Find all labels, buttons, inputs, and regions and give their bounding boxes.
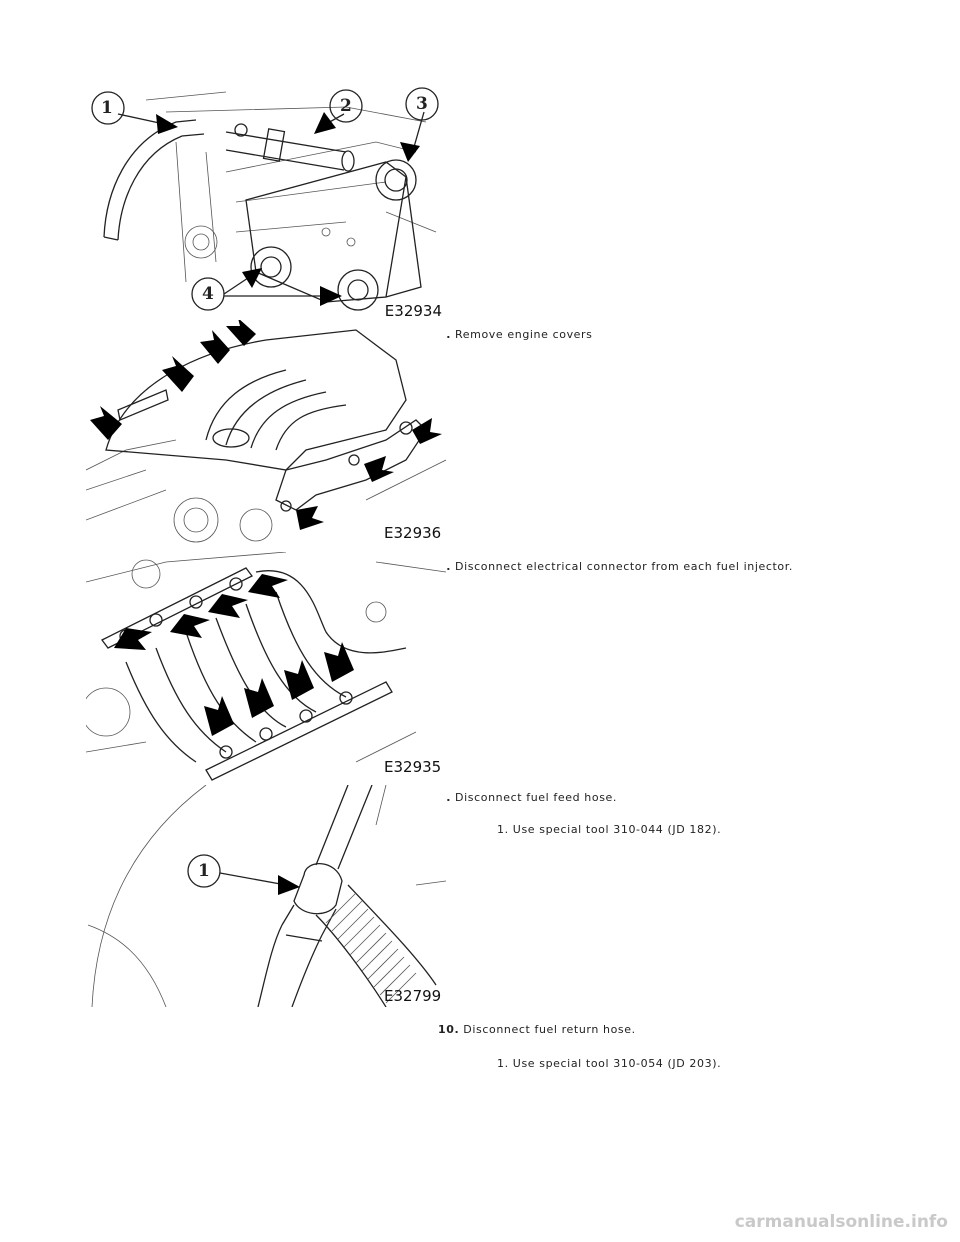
- step-8: 8.Disconnect electrical connector from e…: [438, 560, 793, 573]
- step-10: 10.Disconnect fuel return hose.: [438, 1023, 636, 1036]
- callout-label-2: 2: [340, 96, 352, 116]
- step-number: 10.: [438, 1023, 460, 1036]
- watermark: carmanualsonline.info: [734, 1212, 948, 1232]
- figure-hose-bracket: 1 2 3 4 E32934: [86, 82, 446, 322]
- bracket-illustration: [91, 87, 439, 311]
- figure-code: E32936: [384, 524, 442, 542]
- callout-label-1: 1: [198, 861, 210, 881]
- step-text: Remove engine covers: [455, 328, 593, 341]
- step-text: Disconnect electrical connector from eac…: [455, 560, 793, 573]
- step-10-substep: 1. Use special tool 310-054 (JD 203).: [497, 1057, 722, 1070]
- fuel-feed-hose-illustration: [87, 785, 446, 1007]
- callout-label-4: 4: [202, 284, 214, 304]
- figure-fuel-injectors: E32935: [86, 552, 446, 782]
- step-7: 7.Remove engine covers: [438, 328, 593, 341]
- callout-label-3: 3: [416, 94, 428, 114]
- callout-label-1: 1: [101, 98, 113, 118]
- figure-engine-covers: E32936: [86, 320, 446, 548]
- fuel-injector-illustration: [86, 552, 446, 781]
- step-text: Disconnect fuel feed hose.: [455, 791, 617, 804]
- figure-code: E32799: [384, 987, 442, 1005]
- step-9: 9.Disconnect fuel feed hose.: [438, 791, 617, 804]
- step-9-substep: 1. Use special tool 310-044 (JD 182).: [497, 823, 722, 836]
- figure-fuel-feed-hose: 1 E32799: [86, 785, 446, 1007]
- step-text: Disconnect fuel return hose.: [463, 1023, 636, 1036]
- figure-code: E32934: [384, 302, 442, 320]
- engine-cover-illustration: [86, 320, 446, 543]
- figure-code: E32935: [384, 758, 442, 776]
